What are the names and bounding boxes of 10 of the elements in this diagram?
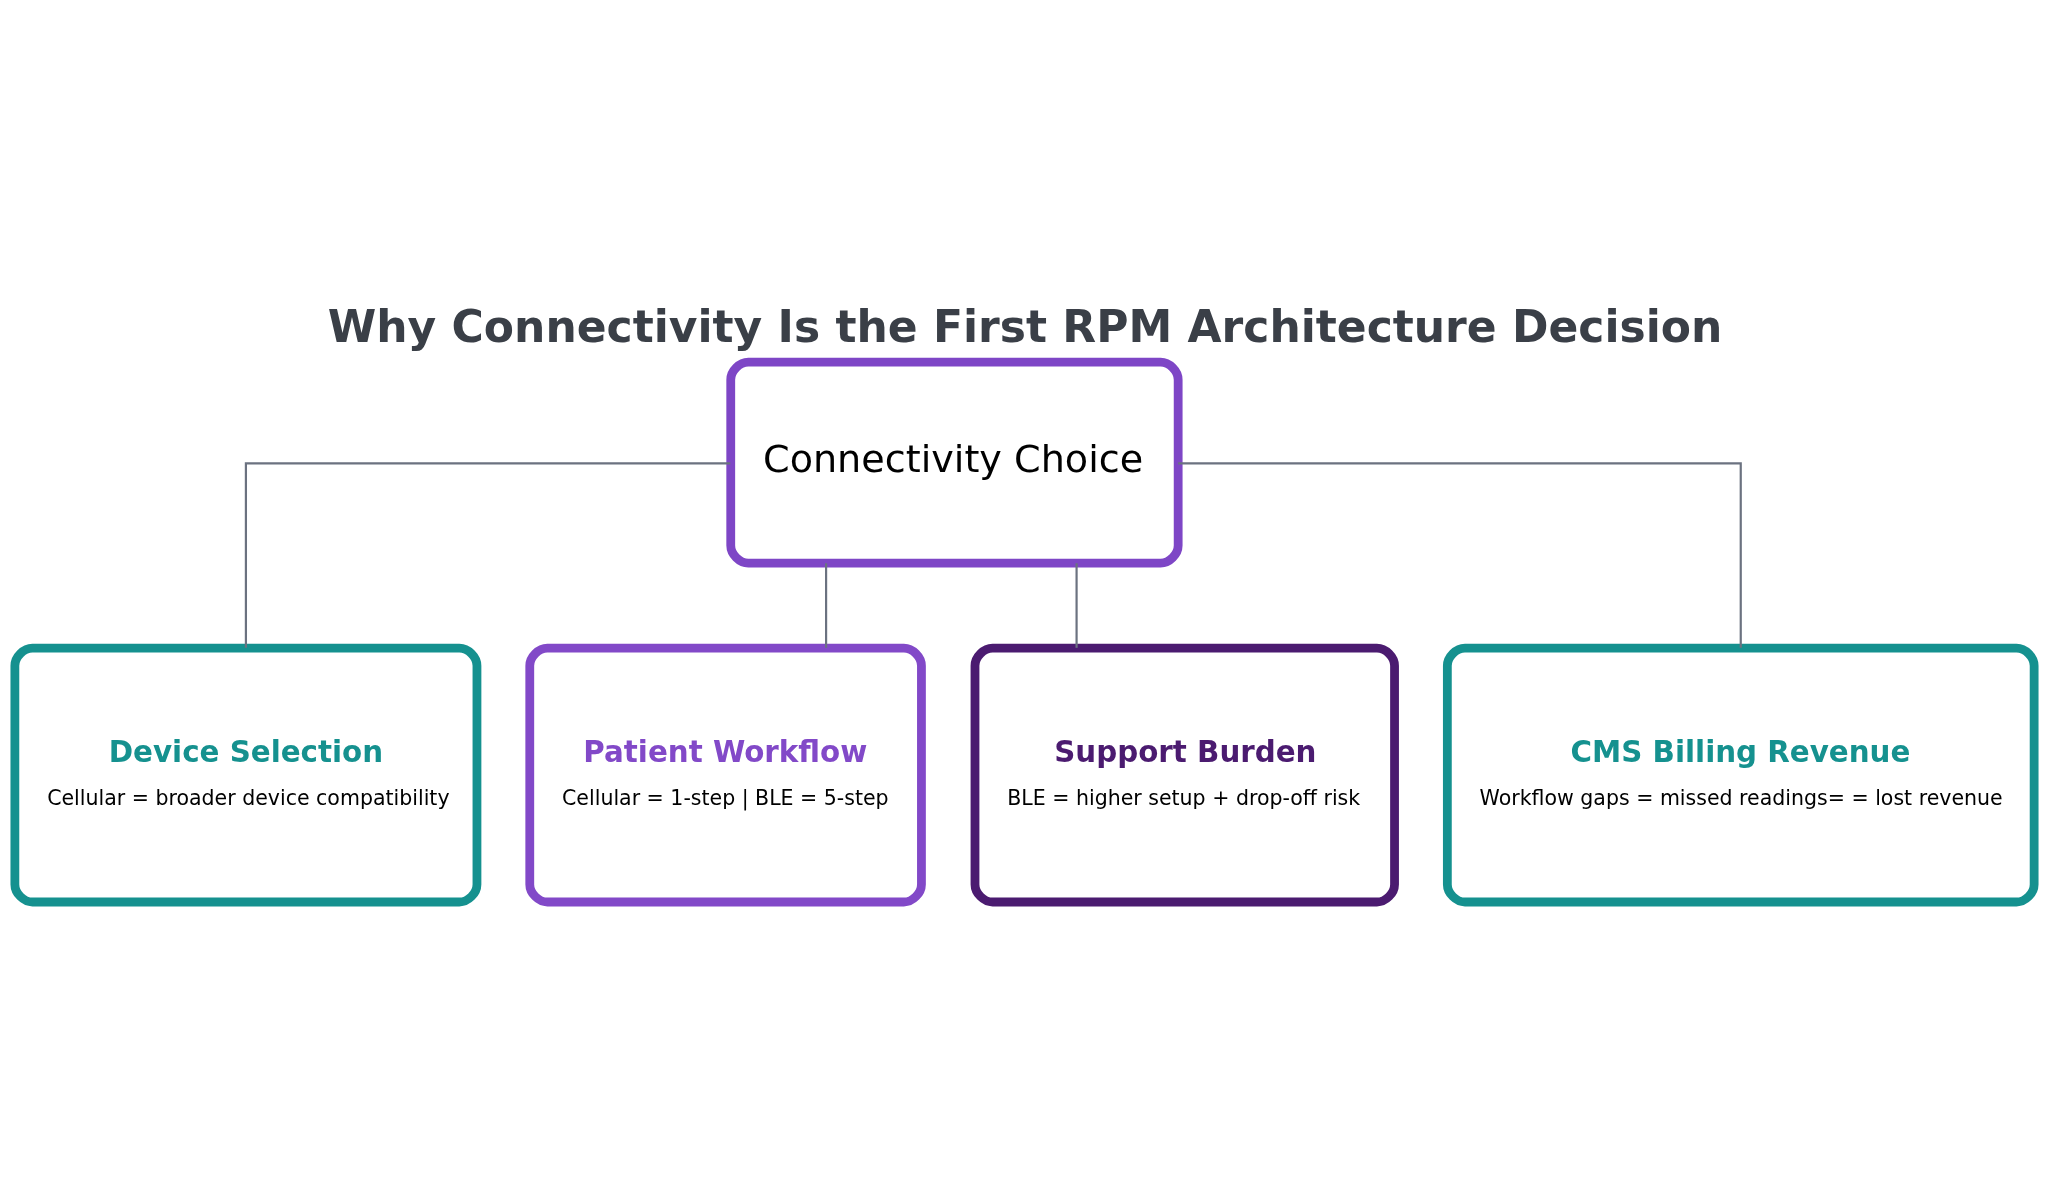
diagram-title: Why Connectivity Is the First RPM Architecture Decision	[327, 300, 1722, 352]
connector	[824, 562, 827, 648]
node-box: CMS Billing Revenue Workflow gaps = missed readings= = lost revenue	[1442, 643, 2039, 906]
node-box: Connectivity Choice	[725, 357, 1183, 568]
node-box: Support Burden BLE = higher setup + drop-off risk	[970, 643, 1399, 906]
connector	[244, 461, 730, 648]
connector	[1177, 461, 1742, 648]
node-box: Patient Workflow Cellular = 1-step | BLE = 5-step	[524, 643, 926, 906]
connector	[1075, 562, 1078, 648]
node-box: Device Selection Cellular = broader device compatibility	[9, 643, 481, 906]
